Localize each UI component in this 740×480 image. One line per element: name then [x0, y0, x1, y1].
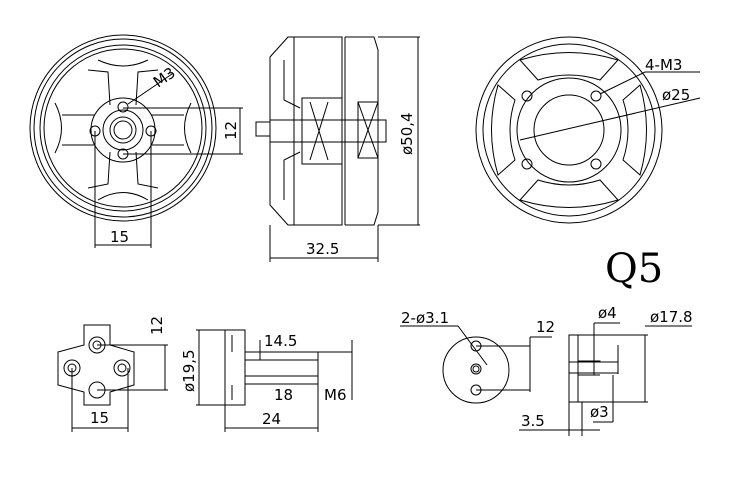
front-horizontal-dim: 15 [110, 228, 129, 246]
mount-length-label: 24 [262, 410, 281, 428]
adapter-side: ø4 ø17.8 ø3 3.5 [519, 304, 693, 436]
mount-dim-b: 18 [274, 386, 293, 404]
adapter-front: 2-ø3.1 12 [400, 309, 555, 404]
front-view: M3 12 15 [29, 34, 243, 248]
model-title: Q5 [605, 246, 663, 292]
mount-dim-a: 14.5 [264, 332, 297, 350]
mount-side: ø19,5 14.5 18 M6 24 [180, 329, 353, 432]
adapter-thickness-label: 3.5 [521, 412, 545, 430]
side-length-label: 32.5 [306, 240, 339, 258]
adapter-inner-dia: ø4 [598, 304, 617, 322]
mount-horizontal-dim: 15 [90, 409, 109, 427]
mount-thread-label: M6 [324, 386, 347, 404]
adapter-bore-label: ø3 [590, 403, 609, 421]
side-diameter-label: ø50,4 [398, 112, 416, 155]
rear-diameter-label: ø25 [662, 86, 690, 104]
side-view: ø50,4 32.5 [255, 36, 420, 262]
adapter-outer-dia: ø17.8 [650, 308, 693, 326]
adapter-hole-label: 2-ø3.1 [401, 309, 449, 327]
mount-front: 12 15 [57, 316, 168, 432]
rear-view: 4-M3 ø25 [475, 36, 701, 224]
front-vertical-dim: 12 [222, 121, 240, 140]
mount-vertical-dim: 12 [148, 316, 166, 335]
rear-hole-label: 4-M3 [645, 56, 682, 74]
adapter-spacing-label: 12 [536, 318, 555, 336]
mount-diameter-label: ø19,5 [180, 349, 198, 392]
